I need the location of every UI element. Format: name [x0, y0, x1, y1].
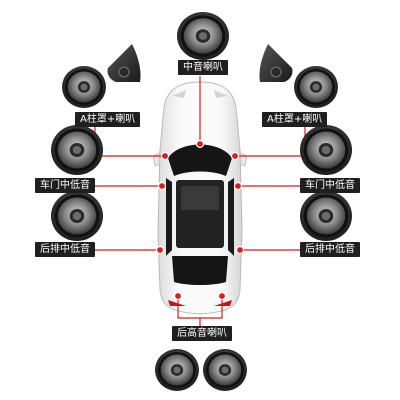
- label-rear-left: 后排中低音: [35, 242, 95, 257]
- label-a-pillar-left: A柱罩+喇叭: [75, 112, 141, 127]
- speaker-icon: [300, 125, 352, 175]
- speaker-icon: [294, 66, 338, 108]
- speaker-icon: [62, 66, 106, 108]
- connector-lines: [94, 76, 306, 328]
- speaker-icon: [300, 191, 352, 241]
- speaker-icon: [203, 349, 247, 391]
- label-mid-speaker: 中音喇叭: [178, 60, 228, 75]
- mount-points: [155, 139, 245, 301]
- label-rear-tweeter: 后高音喇叭: [172, 326, 232, 341]
- speaker-icon: [155, 349, 199, 391]
- label-rear-right: 后排中低音: [300, 242, 360, 257]
- label-front-door-left: 车门中低音: [35, 178, 95, 193]
- label-a-pillar-right: A柱罩+喇叭: [262, 112, 328, 127]
- car-top-view: [152, 81, 248, 315]
- speaker-icon: [51, 125, 103, 175]
- label-front-door-right: 车门中低音: [300, 178, 360, 193]
- speaker-icon: [177, 12, 229, 60]
- speaker-icon: [51, 191, 103, 241]
- a-pillar-cover-icon: [259, 44, 293, 82]
- a-pillar-cover-icon: [107, 44, 141, 82]
